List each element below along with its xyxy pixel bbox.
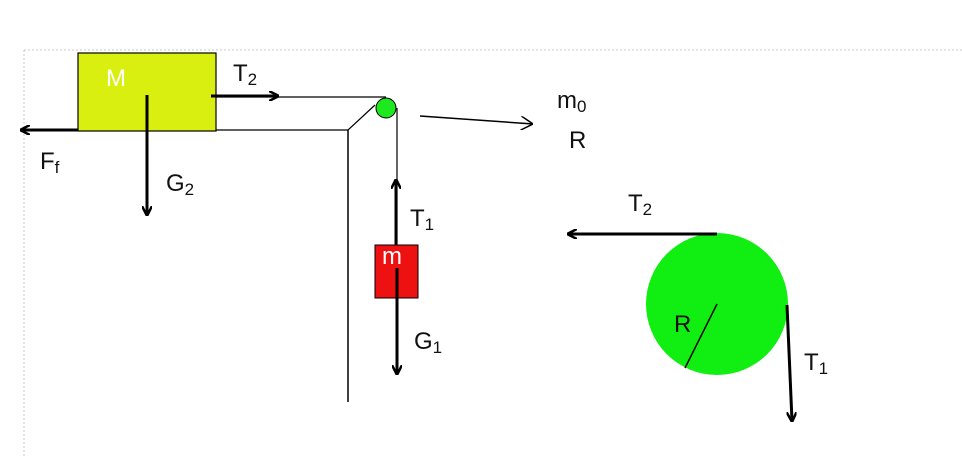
label-m0: m0 (557, 87, 587, 116)
arrow-pointer-to-pulley (419, 115, 533, 124)
label-T1-block: T1 (410, 205, 435, 234)
table-edge (216, 104, 376, 131)
label-G2: G2 (166, 170, 195, 199)
label-T2-block: T2 (233, 60, 258, 89)
disk-radius-line (684, 303, 718, 369)
label-R-pulley: R (569, 127, 587, 154)
label-T1-disk: T1 (804, 349, 829, 378)
label-Ff: Ff (40, 148, 60, 177)
arrow-T1-disk (785, 304, 792, 421)
label-T2-disk: T2 (628, 190, 653, 219)
label-R-disk: R (674, 311, 692, 338)
label-G1: G1 (414, 328, 443, 357)
label-M: M (106, 65, 126, 92)
pulley (375, 97, 397, 119)
label-m: m (382, 243, 402, 270)
